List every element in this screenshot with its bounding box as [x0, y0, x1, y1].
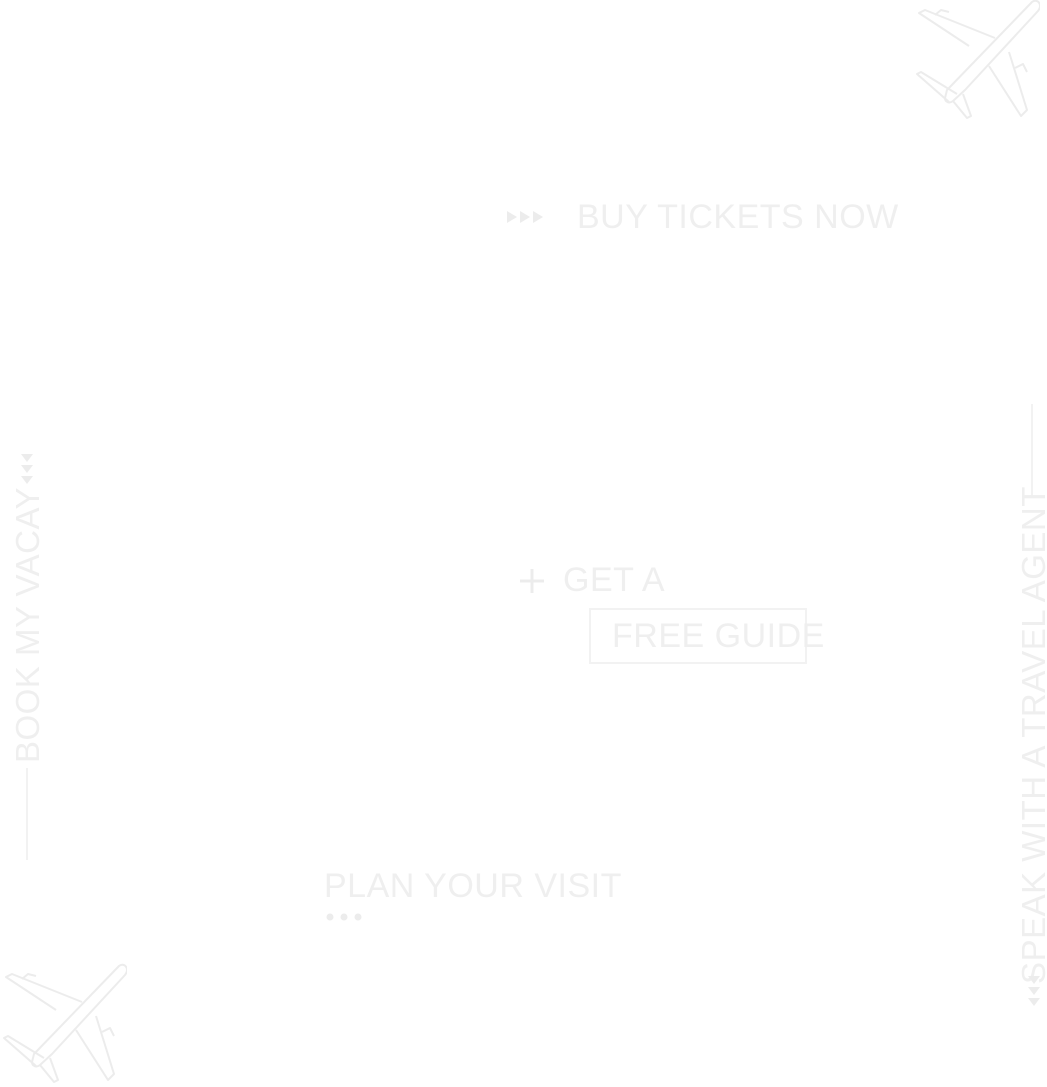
- plan-your-visit-label: PLAN YOUR VISIT: [324, 867, 622, 905]
- free-guide-button[interactable]: FREE GUIDE: [589, 608, 824, 664]
- triple-chevron-icon: [1028, 976, 1040, 1006]
- speak-with-agent-link[interactable]: SPEAK WITH A TRAVEL AGENT: [1012, 400, 1047, 1020]
- free-guide-label: FREE GUIDE: [612, 617, 825, 655]
- plan-your-visit-link[interactable]: PLAN YOUR VISIT: [323, 866, 621, 936]
- get-a-label: GET A: [563, 561, 666, 599]
- dots-icon: [326, 913, 362, 921]
- triple-chevron-icon: [507, 211, 543, 223]
- speak-with-agent-label: SPEAK WITH A TRAVEL AGENT: [1015, 486, 1047, 984]
- triple-chevron-icon: [21, 454, 33, 484]
- airplane-icon: [3, 963, 127, 1083]
- free-guide-section: GET A FREE GUIDE: [515, 560, 824, 670]
- buy-tickets-label: BUY TICKETS NOW: [577, 198, 899, 236]
- book-my-vacay-link[interactable]: BOOK MY VACAY: [8, 440, 48, 860]
- divider-line: [26, 768, 28, 860]
- airplane-icon: [916, 0, 1040, 119]
- book-my-vacay-label: BOOK MY VACAY: [9, 486, 46, 764]
- buy-tickets-link[interactable]: BUY TICKETS NOW: [505, 196, 899, 238]
- plus-icon: [520, 569, 544, 593]
- divider-line: [1031, 404, 1033, 496]
